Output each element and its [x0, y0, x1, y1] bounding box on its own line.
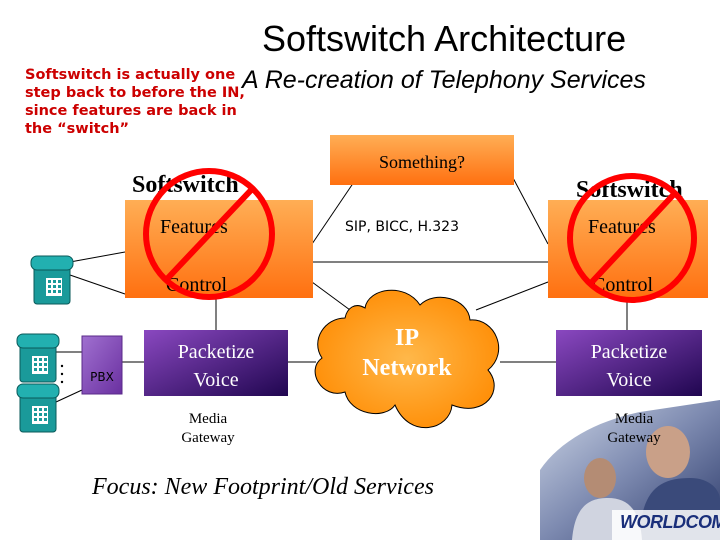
left-packetize-box [144, 330, 288, 396]
slide-title: Softswitch Architecture [262, 18, 627, 59]
phone-icon [16, 333, 60, 383]
right-packetize-line2: Voice [606, 369, 651, 391]
pbx-box: PBX [81, 335, 123, 395]
annotation-note: Softswitch is actually one step back to … [25, 67, 245, 137]
slide-subtitle: A Re-creation of Telephony Services [242, 66, 646, 94]
left-prohibit-icon [143, 168, 275, 300]
connection-lines [55, 175, 628, 403]
right-control-label: Control [592, 274, 654, 296]
right-media-gateway-label: Media Gateway [594, 410, 674, 448]
ellipsis-dots [60, 364, 64, 384]
phone-icon [16, 383, 60, 433]
corner-photo [540, 400, 720, 540]
left-features-box [125, 200, 313, 298]
line-phone-to-left-control-lower [69, 274, 126, 295]
left-gateway-line2: Gateway [181, 430, 235, 446]
worldcom-logo: WORLDCOM [620, 512, 720, 532]
ip-network-cloud: IP Network [314, 289, 500, 429]
right-packetize-line1: Packetize [591, 341, 668, 363]
line-phone-to-pbx-2 [55, 389, 83, 403]
line-left-control-to-something [311, 175, 359, 245]
right-gateway-line2: Gateway [607, 430, 661, 446]
ip-network-line2: Network [362, 355, 452, 381]
right-prohibit-icon [567, 173, 697, 303]
protocols-label: SIP, BICC, H.323 [345, 219, 459, 235]
line-right-control-to-something [511, 175, 549, 245]
line-left-control-to-cloud [311, 281, 351, 311]
left-gateway-line1: Media [188, 411, 228, 427]
left-packetize-line1: Packetize [178, 341, 255, 363]
left-media-gateway-label: Media Gateway [168, 410, 248, 448]
right-gateway-line1: Media [614, 411, 654, 427]
right-softswitch: Softswitch Features Control Packetize Vo… [548, 173, 708, 396]
line-phone-to-left-control [69, 251, 126, 263]
footer-focus: Focus: New Footprint/Old Services [92, 474, 434, 500]
something-box: Something? [330, 135, 514, 185]
something-label: Something? [379, 152, 465, 172]
left-softswitch: Softswitch Features Control Packetize Vo… [125, 168, 313, 396]
pbx-label: PBX [90, 370, 114, 384]
right-packetize-box [556, 330, 702, 396]
phone-icon [30, 255, 74, 305]
left-packetize-line2: Voice [193, 369, 238, 391]
line-right-control-to-cloud [475, 281, 549, 311]
ip-network-line1: IP [395, 325, 419, 351]
